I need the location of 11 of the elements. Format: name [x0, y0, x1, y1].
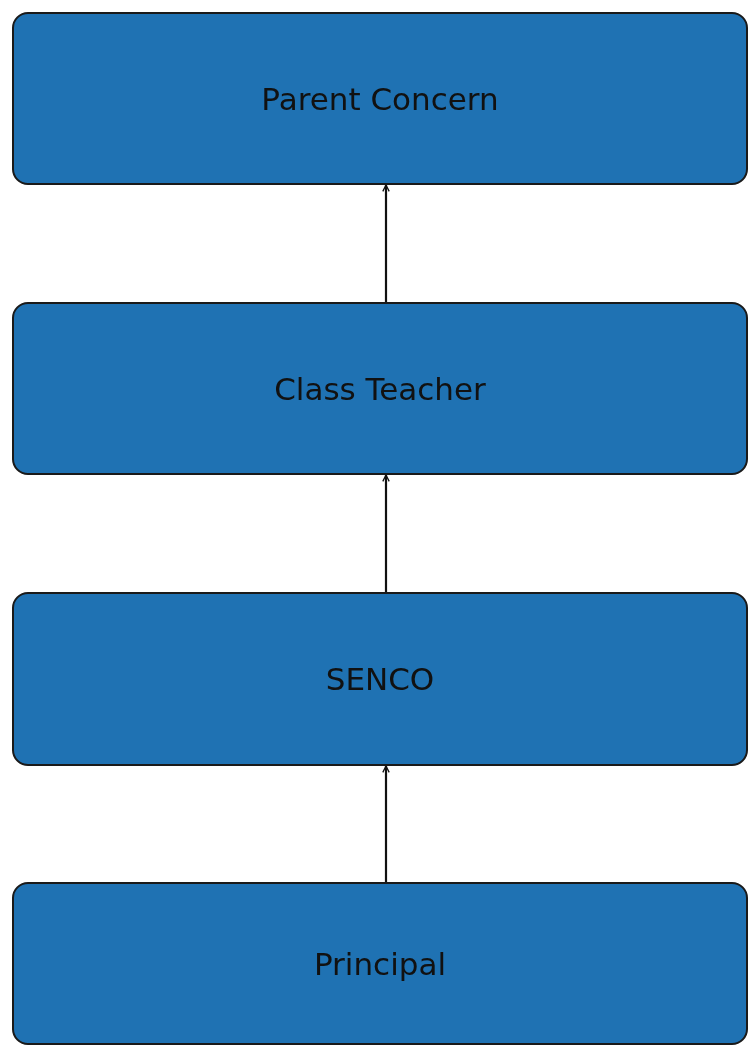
arrow: [382, 474, 390, 592]
box-label: Class Teacher: [274, 370, 486, 407]
process-box: [12, 12, 748, 185]
process-box: [12, 592, 748, 766]
arrow: [382, 765, 390, 882]
box-label: SENCO: [325, 661, 435, 697]
process-box: [12, 882, 748, 1045]
arrow: [382, 184, 390, 302]
box-label: Parent Concern: [261, 80, 499, 117]
process-box: [12, 302, 748, 475]
box-label: Principal: [313, 945, 447, 982]
